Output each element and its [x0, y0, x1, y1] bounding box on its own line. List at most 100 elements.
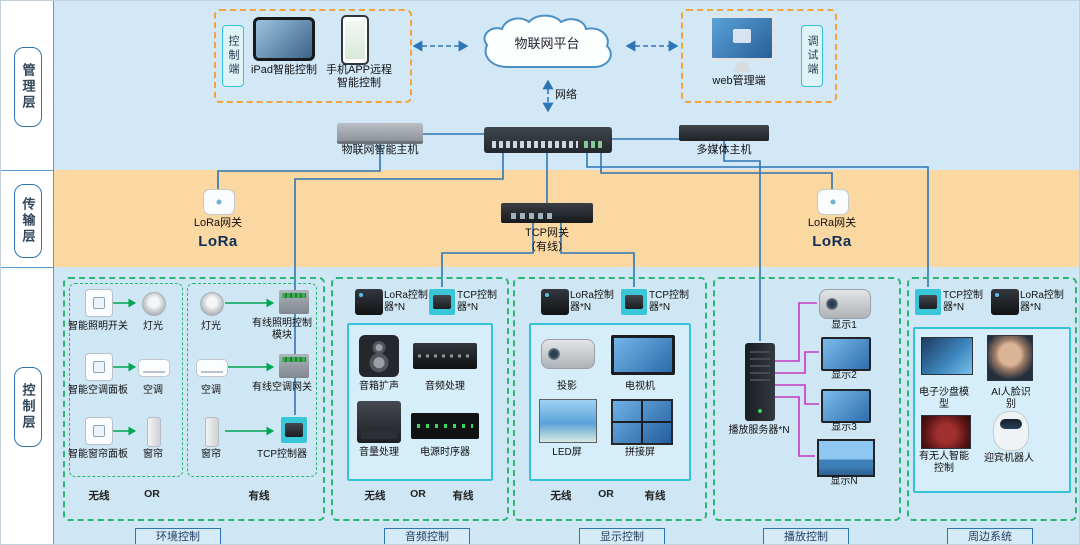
display-wireless-label: 无线: [550, 490, 572, 502]
wired-ac-icon: [196, 359, 228, 377]
ac-label: 空调: [143, 385, 163, 396]
tcp-gateway-icon: [501, 203, 593, 223]
cloud-links: [412, 40, 679, 113]
env-wireless-label: 无线: [88, 490, 110, 502]
peripheral-tcp-controller-label: TCP控制器*N: [943, 290, 983, 314]
power-sequencer-label: 电源时序器: [420, 447, 470, 458]
audio-or-label: OR: [410, 488, 426, 500]
displayN-label: 显示N: [830, 476, 858, 487]
wired-lighting-module-icon: [279, 290, 309, 314]
wired-curtain-icon: [205, 417, 219, 447]
playback-server-label: 播放服务器*N: [728, 425, 790, 436]
peripheral-system-group: [907, 277, 1077, 521]
control-terminal-label: 控制端: [222, 25, 244, 87]
env-tcp-controller-icon: [281, 417, 307, 443]
projector-label: 投影: [557, 381, 577, 392]
volume-processor-icon: [357, 401, 401, 443]
ac-icon: [138, 359, 170, 377]
sidebar-item-transmission-layer: 传输层: [14, 184, 42, 258]
badge-playback-control: 播放控制: [763, 528, 849, 544]
wired-ac-gateway-icon: [279, 354, 309, 378]
multimedia-host-icon: [679, 125, 769, 141]
video-wall-label: 拼接屏: [625, 447, 655, 458]
audio-control-group: [331, 277, 509, 521]
env-tcp-controller-label: TCP控制器: [257, 449, 307, 460]
peripheral-lora-controller-label: LoRa控制器*N: [1020, 290, 1064, 314]
playback-wires: [775, 302, 819, 457]
ipad-icon: [253, 17, 315, 61]
wired-curtain-label: 窗帘: [201, 449, 221, 460]
sidebar-item-management-layer: 管理层: [14, 47, 42, 127]
audio-tcp-controller-label: TCP控制器*N: [457, 290, 497, 314]
curtain-icon: [147, 417, 161, 447]
sand-table-label: 电子沙盘模型: [919, 387, 969, 411]
display2-icon: [821, 337, 871, 371]
band-separator: [1, 267, 54, 268]
display-lora-controller-label: LoRa控制器*N: [570, 290, 614, 314]
welcome-robot-label: 迎宾机器人: [984, 453, 1034, 464]
lora-gateway-left-label: LoRa网关: [193, 217, 243, 229]
speaker-label: 音箱扩声: [359, 381, 399, 392]
audio-wired-label: 有线: [452, 490, 474, 502]
playback-control-group: [713, 277, 901, 521]
sand-table-icon: [921, 337, 973, 375]
environment-wireless-subgroup: [69, 283, 183, 477]
badge-audio-control: 音频控制: [384, 528, 470, 544]
smart-light-switch-icon: [85, 289, 113, 317]
pairing-arrows: [113, 298, 275, 436]
display-control-group: [513, 277, 707, 521]
env-wired-label: 有线: [248, 490, 270, 502]
wired-ac-gateway-label: 有线空调网关: [252, 382, 312, 393]
light-label: 灯光: [143, 321, 163, 332]
control-terminal-group: [214, 9, 412, 103]
audio-processor-label: 音频处理: [425, 381, 465, 392]
tv-label: 电视机: [625, 381, 655, 392]
sidebar-item-control-layer: 控制层: [14, 367, 42, 447]
ipad-label: iPad智能控制: [250, 64, 318, 76]
curtain-label: 窗帘: [143, 449, 163, 460]
debug-terminal-group: [681, 9, 837, 103]
lora-gateway-right-label: LoRa网关: [807, 217, 857, 229]
lora-gateway-right-icon: [817, 189, 849, 215]
phone-app-label: 手机APP远程智能控制: [325, 64, 392, 90]
presence-sensor-icon: [921, 415, 971, 449]
smart-curtain-panel-label: 智能窗帘面板: [68, 449, 128, 460]
iot-host-label: 物联网智能主机: [341, 144, 419, 156]
speaker-icon: [359, 335, 399, 377]
tcp-gateway-label: TCP网关: [525, 227, 569, 239]
audio-processor-icon: [413, 343, 477, 369]
wired-lighting-module-label: 有线照明控制模块: [252, 318, 312, 342]
projector-icon: [541, 339, 595, 369]
display-tcp-controller-label: TCP控制器*N: [649, 290, 689, 314]
power-sequencer-icon: [411, 413, 479, 439]
audio-wireless-label: 无线: [364, 490, 386, 502]
iot-platform-label: 物联网平台: [514, 36, 580, 51]
audio-lora-controller-label: LoRa控制器*N: [384, 290, 428, 314]
light-icon: [142, 292, 166, 316]
display-tcp-controller-icon: [621, 289, 647, 315]
network-switch-icon: [484, 127, 612, 153]
presence-sensor-label: 有无人智能控制: [919, 451, 969, 475]
smart-ac-panel-label: 智能空调面板: [68, 385, 128, 396]
wired-light-icon: [200, 292, 224, 316]
smart-curtain-panel-icon: [85, 417, 113, 445]
phone-icon: [341, 15, 369, 65]
sidebar-divider: [53, 1, 54, 544]
display-lora-controller-icon: [541, 289, 569, 315]
ai-face-recognition-icon: [987, 335, 1033, 381]
audio-lora-controller-icon: [355, 289, 383, 315]
environment-wired-subgroup: [187, 283, 317, 477]
lora-gateway-left-icon: [203, 189, 235, 215]
lora-logo-left: LoRa: [198, 233, 238, 250]
led-screen-label: LED屏: [552, 447, 582, 458]
ai-face-recognition-label: AI人脸识别: [991, 387, 1031, 411]
display1-label: 显示1: [831, 320, 857, 331]
playback-server-icon: [745, 343, 775, 421]
audio-tcp-controller-icon: [429, 289, 455, 315]
tv-icon: [611, 335, 675, 375]
welcome-robot-icon: [993, 411, 1029, 451]
network-wires: [217, 133, 929, 415]
display3-label: 显示3: [831, 422, 857, 433]
wired-light-label: 灯光: [201, 321, 221, 332]
